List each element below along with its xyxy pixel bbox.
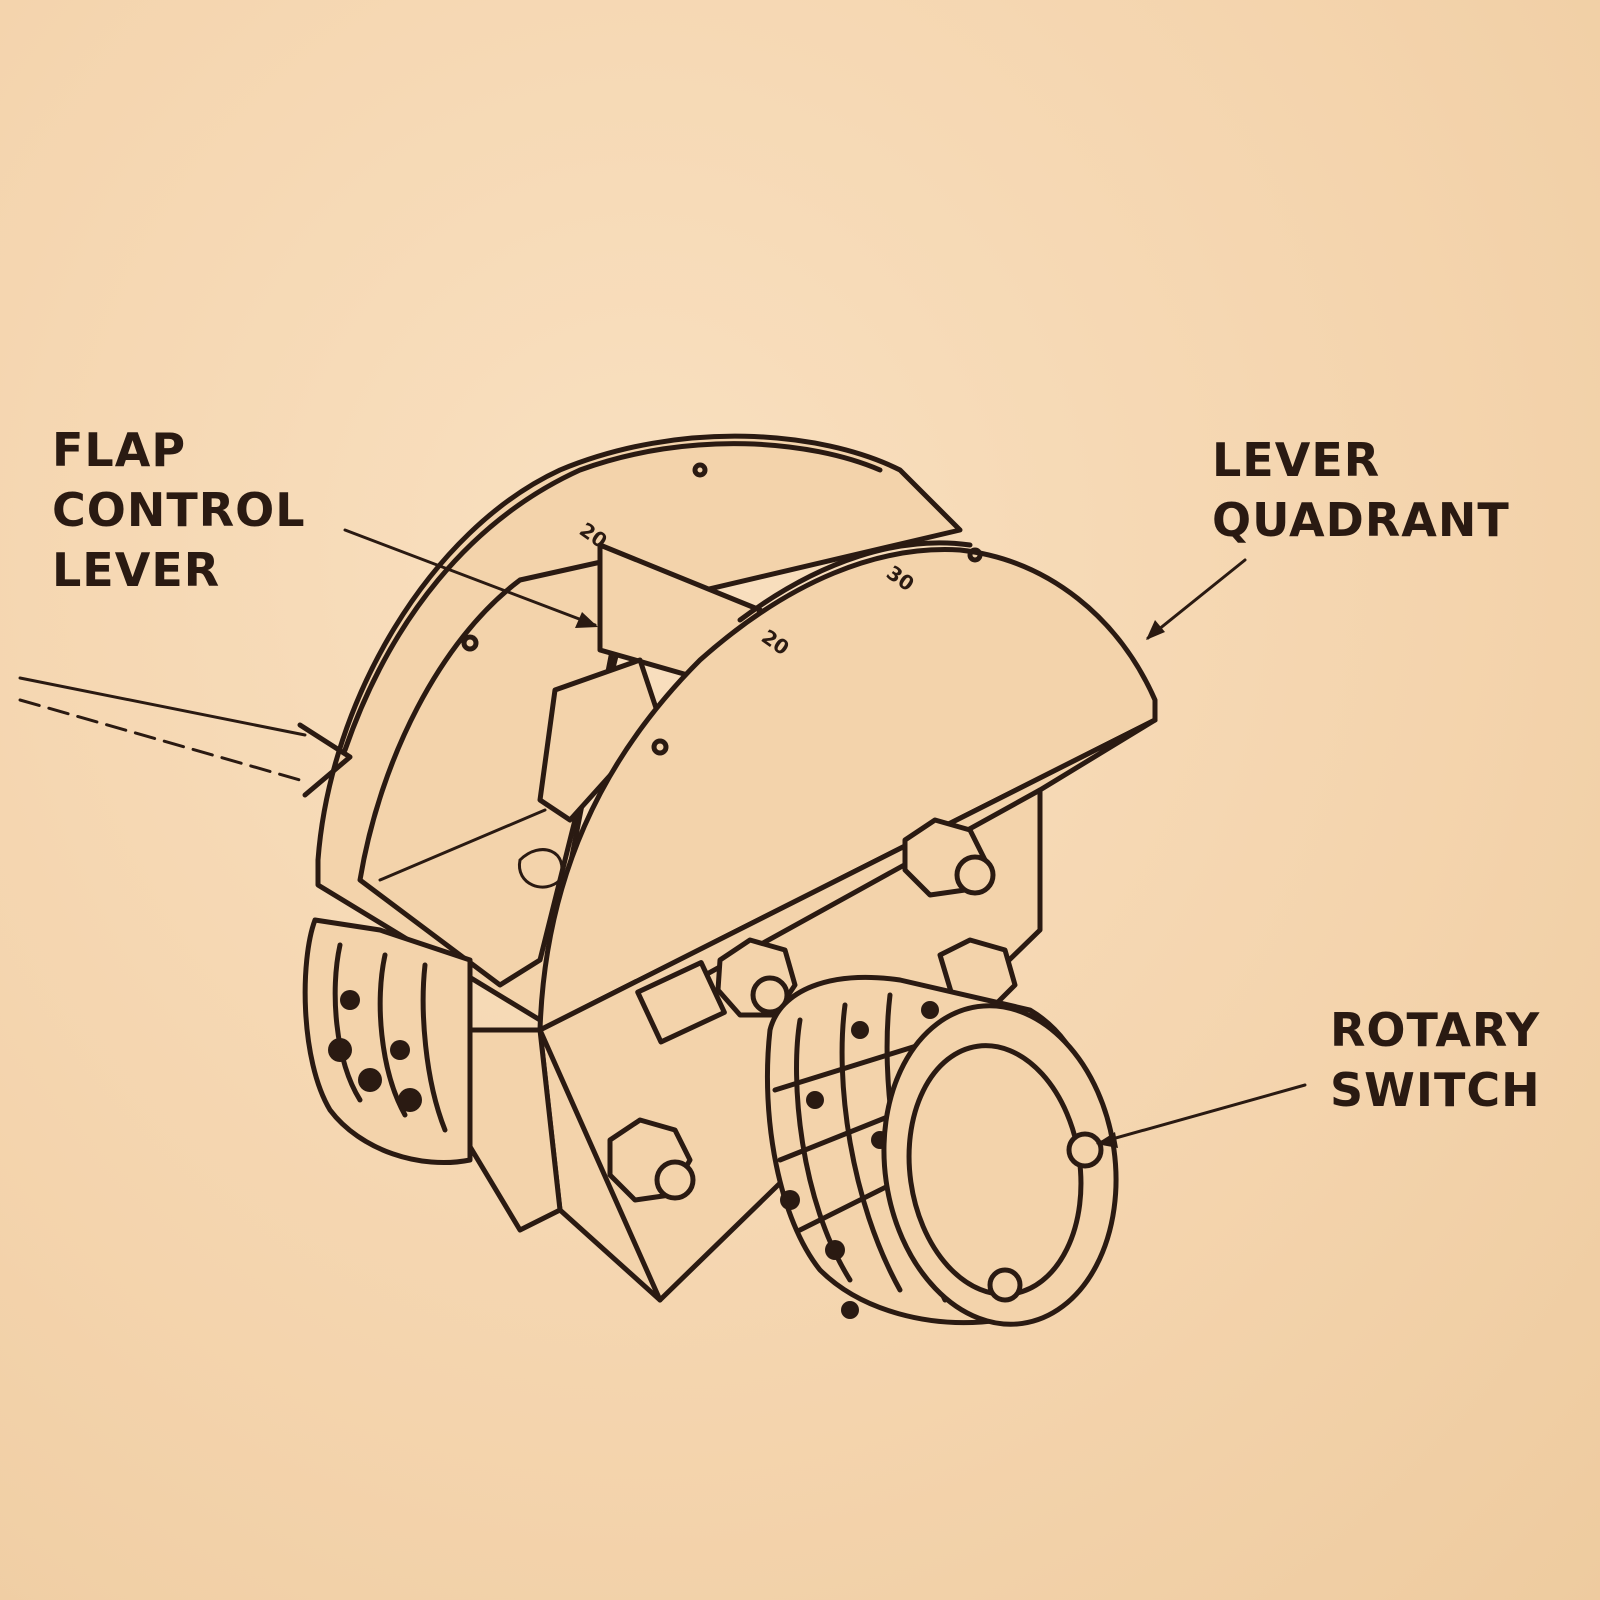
rear-plate-opening	[357, 557, 623, 988]
label-line: ROTARY	[1330, 1003, 1541, 1057]
front-quadrant-cover	[537, 547, 1158, 1033]
flap-lever-pivot	[518, 848, 564, 889]
label-line: FLAP	[52, 423, 187, 477]
label-line: QUADRANT	[1212, 493, 1510, 547]
direction-arrow	[18, 676, 353, 798]
label-flap-control-lever: FLAP CONTROL LEVER	[52, 420, 306, 600]
leader-flap-arrowhead	[575, 612, 598, 628]
label-line: SWITCH	[1330, 1063, 1541, 1117]
leader-lever-quadrant	[1146, 558, 1247, 640]
label-rotary-switch: ROTARY SWITCH	[1330, 1000, 1541, 1120]
rear-plate-rim	[342, 441, 883, 753]
hex-nut-upper-right	[902, 817, 996, 898]
label-line: LEVER	[1212, 433, 1381, 487]
leader-quadrant-arrowhead	[1146, 620, 1165, 640]
label-line: CONTROL	[52, 483, 306, 537]
hex-nut-middle	[715, 937, 798, 1018]
small-spacer-block	[635, 960, 727, 1045]
hex-nut-lower-left	[607, 1117, 696, 1203]
left-switch-body	[302, 917, 473, 1166]
front-cover-top-arch	[737, 540, 973, 623]
rotary-switch	[764, 974, 1119, 1327]
label-line: LEVER	[52, 543, 221, 597]
flap-lever-slot-line	[378, 808, 547, 882]
leader-rotary-switch	[1096, 1083, 1307, 1145]
leader-rotary-arrowhead	[1096, 1132, 1118, 1148]
bracket-front-edge	[537, 1027, 663, 1303]
label-lever-quadrant: LEVER QUADRANT	[1212, 430, 1510, 550]
leader-flap-control-lever	[343, 528, 597, 627]
